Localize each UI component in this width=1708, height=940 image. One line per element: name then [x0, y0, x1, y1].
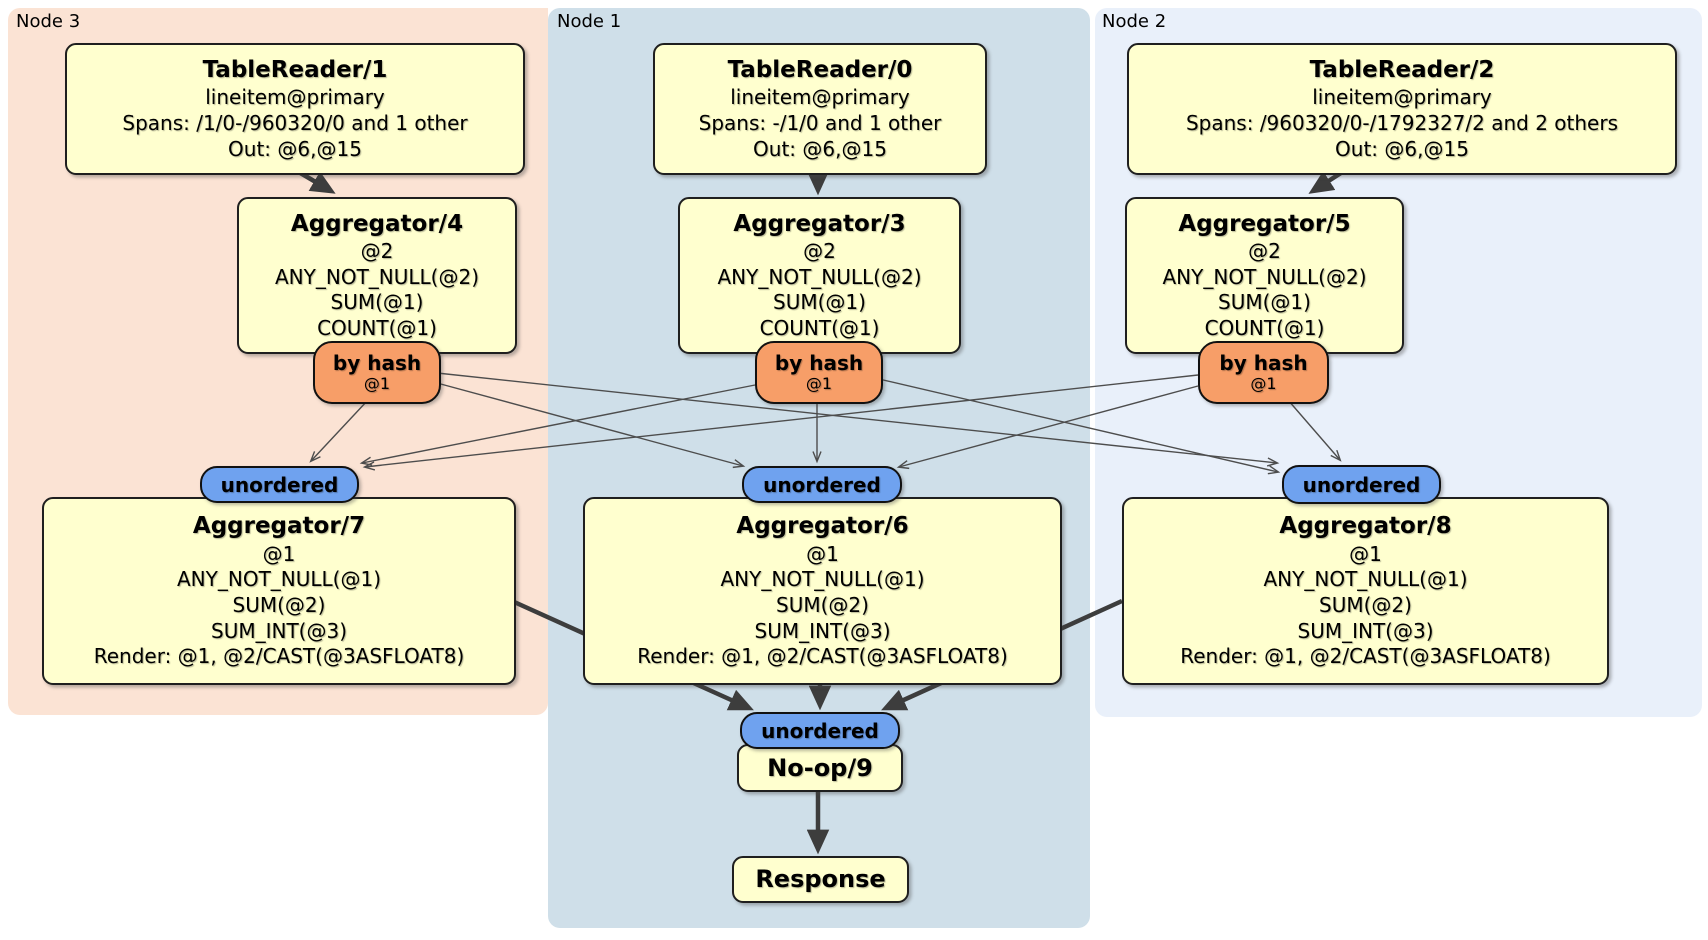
edge-hash5-unordered6: [896, 385, 1199, 470]
sync-unordered-8: unordered: [1282, 465, 1441, 504]
processor-detail: @2: [1248, 239, 1281, 264]
processor-detail: ANY_NOT_NULL(@1): [1263, 567, 1468, 592]
processor-tablereader-1: TableReader/1 lineitem@primary Spans: /1…: [65, 43, 525, 175]
router-by-hash-3: by hash @1: [755, 341, 883, 404]
processor-detail: Out: @6,@15: [228, 136, 362, 161]
sync-unordered-7: unordered: [200, 466, 359, 503]
processor-detail: Render: @1, @2/CAST(@3ASFLOAT8): [1180, 644, 1551, 669]
processor-detail: Render: @1, @2/CAST(@3ASFLOAT8): [637, 644, 1008, 669]
processor-detail: SUM(@2): [1319, 592, 1412, 617]
processor-detail: ANY_NOT_NULL(@1): [177, 567, 381, 592]
processor-title: Aggregator/7: [192, 513, 366, 540]
processor-detail: SUM_INT(@3): [754, 618, 891, 643]
edge-hash3-unordered7: [359, 384, 756, 466]
processor-title: Aggregator/4: [290, 210, 464, 237]
processor-detail: Out: @6,@15: [753, 136, 887, 161]
group-label-node2: Node 2: [1102, 11, 1167, 32]
processor-title: Aggregator/5: [1178, 210, 1351, 237]
processor-detail: @1: [806, 541, 839, 566]
router-label: by hash: [1219, 351, 1308, 376]
processor-tablereader-2: TableReader/2 lineitem@primary Spans: /9…: [1127, 43, 1677, 175]
sync-unordered-9: unordered: [740, 712, 900, 749]
processor-detail: SUM_INT(@3): [211, 618, 347, 643]
processor-detail: @1: [1349, 541, 1382, 566]
processor-detail: COUNT(@1): [759, 315, 880, 340]
processor-detail: SUM_INT(@3): [1297, 618, 1434, 643]
processor-detail: SUM(@1): [1218, 290, 1311, 315]
processor-detail: Spans: /1/0-/960320/0 and 1 other: [122, 110, 468, 135]
processor-detail: SUM(@2): [776, 592, 869, 617]
processor-detail: COUNT(@1): [1204, 315, 1325, 340]
edge-hash4-unordered6: [436, 382, 746, 469]
edge-hash4-unordered8: [436, 372, 1280, 467]
router-label: by hash: [774, 351, 864, 376]
processor-title: TableReader/2: [1309, 56, 1495, 83]
edge-hash5-unordered7: [362, 374, 1199, 471]
processor-noop-9: No-op/9: [737, 744, 903, 792]
processor-aggregator-5: Aggregator/5 @2 ANY_NOT_NULL(@2) SUM(@1)…: [1125, 197, 1404, 354]
processor-title: TableReader/0: [727, 56, 913, 83]
processor-tablereader-0: TableReader/0 lineitem@primary Spans: -/…: [653, 43, 987, 175]
edge-hash5-unordered8: [1287, 399, 1342, 462]
router-label: by hash: [332, 351, 422, 376]
sync-unordered-6: unordered: [742, 466, 902, 503]
processor-detail: SUM(@1): [330, 290, 424, 315]
edge-hash4-unordered7: [309, 399, 369, 463]
processor-detail: Out: @6,@15: [1335, 136, 1469, 161]
processor-detail: SUM(@1): [773, 290, 866, 315]
processor-aggregator-7: Aggregator/7 @1 ANY_NOT_NULL(@1) SUM(@2)…: [42, 497, 516, 685]
processor-aggregator-8: Aggregator/8 @1 ANY_NOT_NULL(@1) SUM(@2)…: [1122, 497, 1609, 685]
processor-detail: ANY_NOT_NULL(@2): [717, 264, 922, 289]
processor-detail: ANY_NOT_NULL(@1): [720, 567, 925, 592]
processor-detail: Spans: -/1/0 and 1 other: [698, 110, 942, 135]
processor-detail: lineitem@primary: [205, 85, 385, 110]
processor-detail: ANY_NOT_NULL(@2): [1162, 264, 1367, 289]
processor-detail: Spans: /960320/0-/1792327/2 and 2 others: [1185, 110, 1618, 135]
router-detail: @1: [805, 374, 833, 394]
processor-detail: @1: [262, 541, 296, 566]
router-by-hash-4: by hash @1: [313, 341, 441, 404]
processor-detail: lineitem@primary: [730, 85, 910, 110]
processor-detail: COUNT(@1): [317, 315, 437, 340]
processor-title: Aggregator/8: [1279, 513, 1452, 540]
group-label-node1: Node 1: [557, 11, 622, 32]
processor-title: Response: [755, 865, 886, 894]
processor-detail: ANY_NOT_NULL(@2): [275, 264, 479, 289]
router-detail: @1: [363, 374, 391, 394]
processor-detail: @2: [803, 239, 836, 264]
processor-response: Response: [732, 856, 909, 903]
processor-title: Aggregator/6: [736, 513, 909, 540]
router-detail: @1: [1250, 374, 1277, 394]
router-by-hash-5: by hash @1: [1198, 341, 1329, 404]
processor-title: No-op/9: [767, 753, 873, 782]
edge-hash3-unordered8: [878, 378, 1281, 475]
processor-aggregator-4: Aggregator/4 @2 ANY_NOT_NULL(@2) SUM(@1)…: [237, 197, 517, 354]
processor-title: Aggregator/3: [733, 210, 906, 237]
processor-detail: @2: [360, 239, 394, 264]
processor-detail: Render: @1, @2/CAST(@3ASFLOAT8): [93, 644, 465, 669]
processor-detail: SUM(@2): [232, 592, 326, 617]
processor-title: TableReader/1: [202, 56, 388, 83]
processor-aggregator-6: Aggregator/6 @1 ANY_NOT_NULL(@1) SUM(@2)…: [583, 497, 1062, 685]
processor-detail: lineitem@primary: [1312, 85, 1492, 110]
group-label-node3: Node 3: [16, 11, 81, 32]
processor-aggregator-3: Aggregator/3 @2 ANY_NOT_NULL(@2) SUM(@1)…: [678, 197, 961, 354]
